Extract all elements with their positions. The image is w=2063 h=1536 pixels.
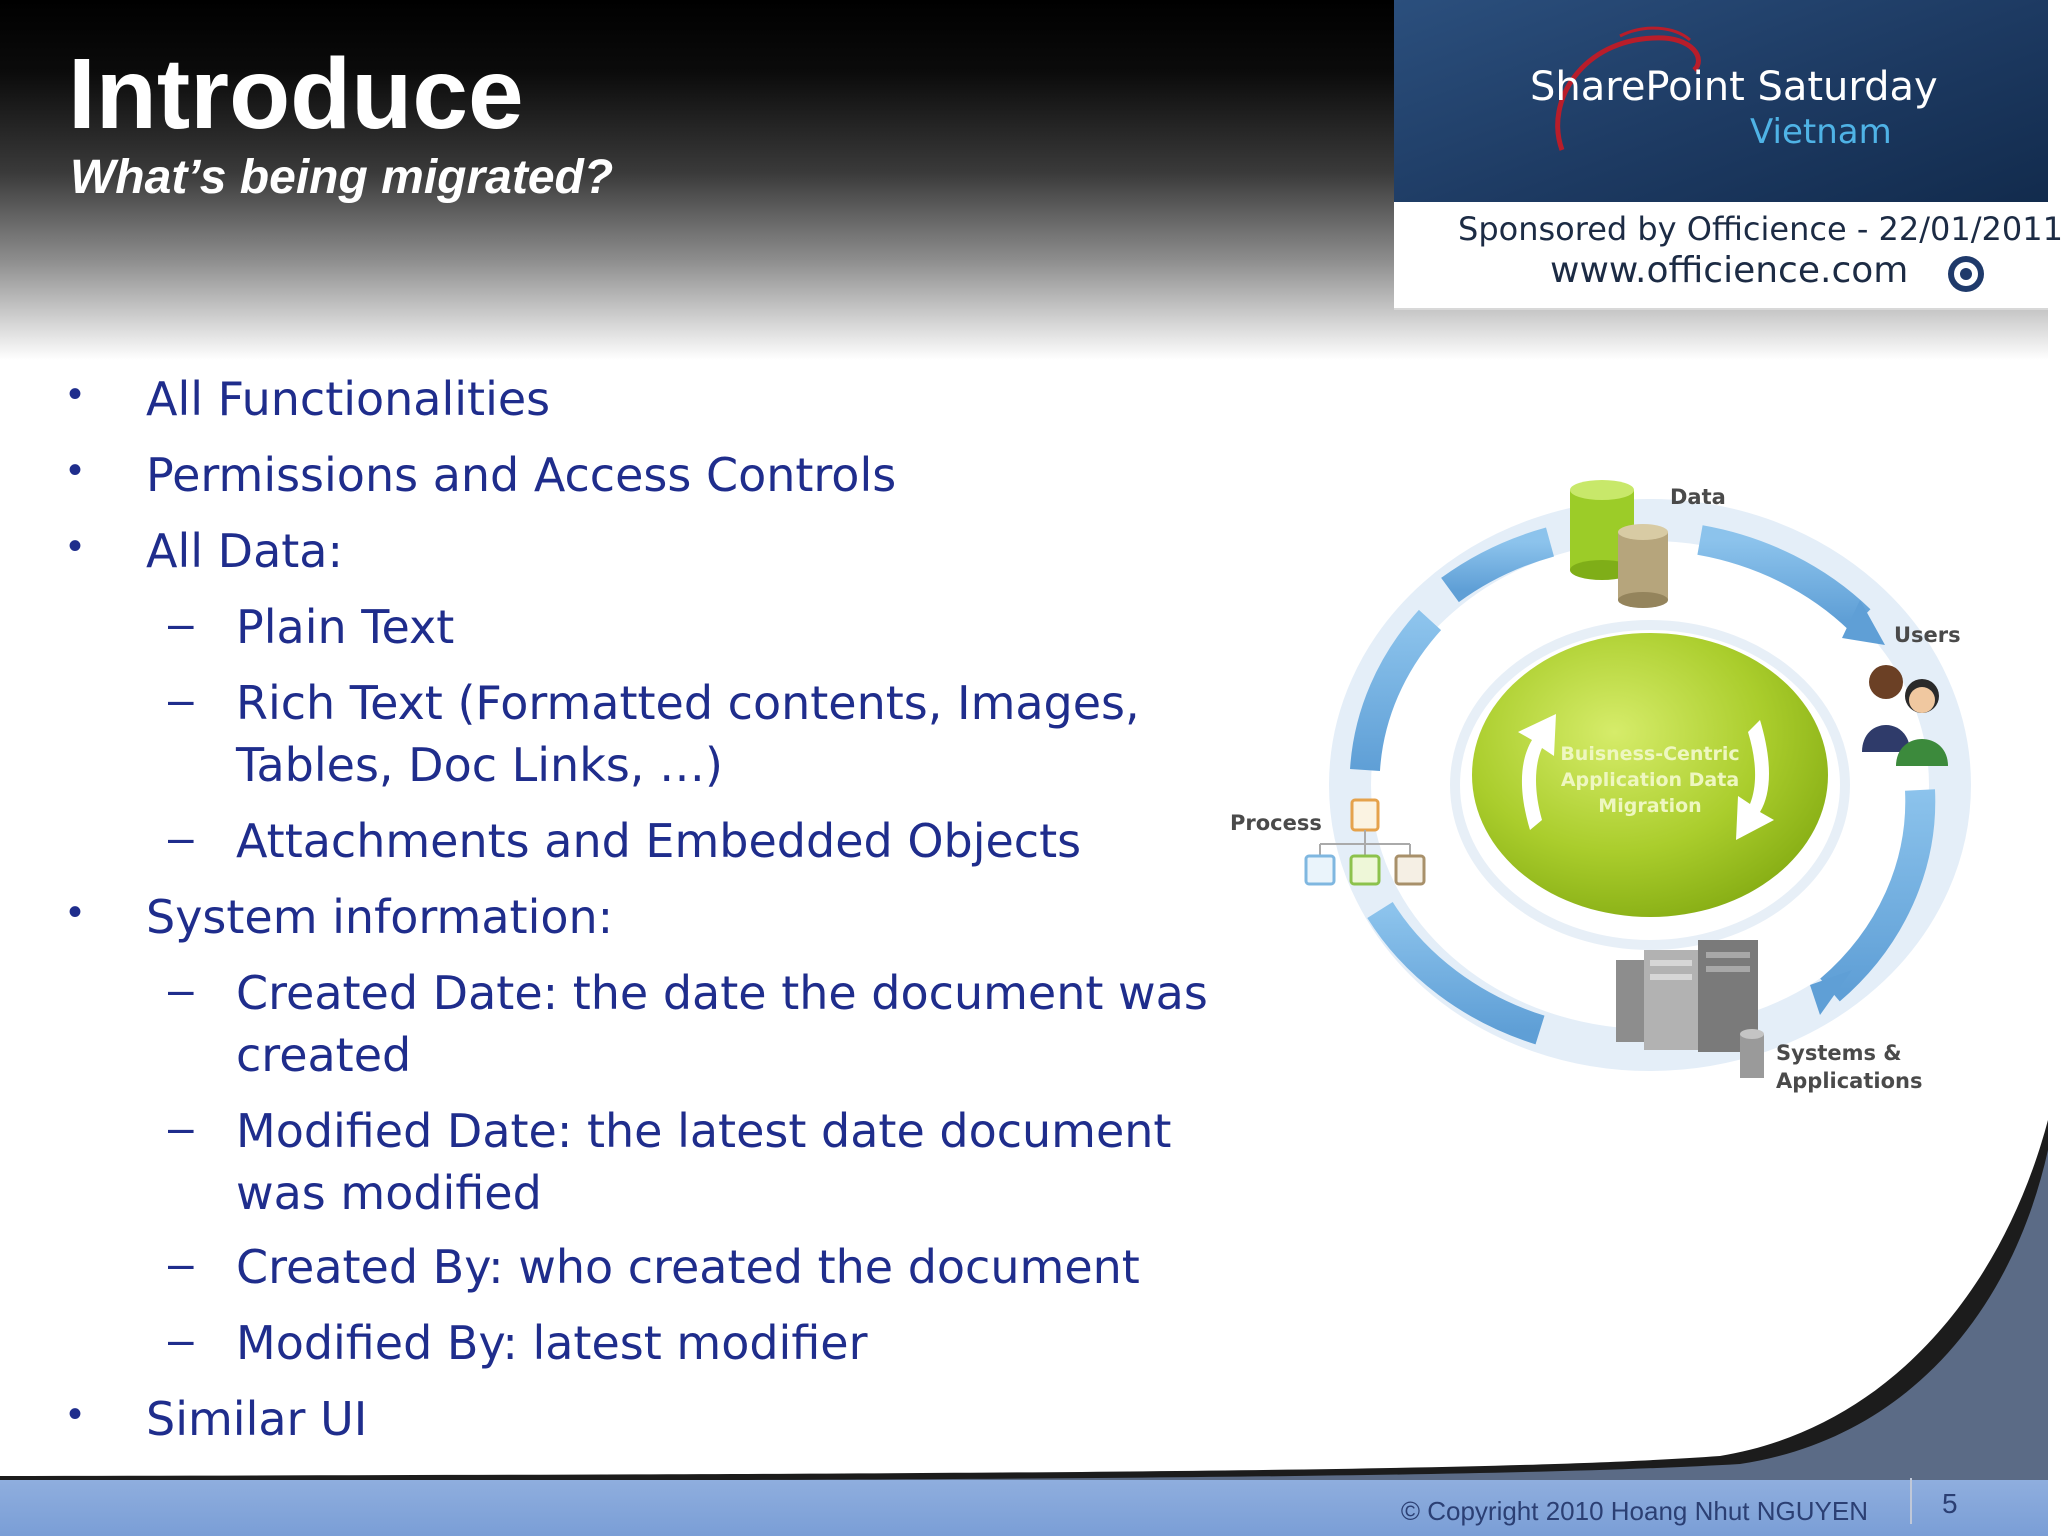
center-label-3: Migration <box>1598 795 1701 817</box>
database-icon <box>1570 480 1668 608</box>
cycle-arrow-right-icon <box>1736 720 1774 840</box>
sub-list-item: Created By: who created the document <box>236 1240 1140 1294</box>
sub-list-item: Created Date: the date the document was … <box>236 966 1208 1082</box>
process-label: Process <box>1230 811 1322 835</box>
sub-list-item: Attachments and Embedded Objects <box>236 814 1082 868</box>
migration-cycle-diagram: Buisness-Centric Application Data Migrat… <box>1230 480 1971 1093</box>
event-country: Vietnam <box>1750 112 1892 152</box>
sub-list-item: Plain Text <box>236 600 455 654</box>
ring-segment-top-right <box>1697 525 1871 631</box>
officience-logo-icon <box>1948 256 1984 292</box>
ring-arrow-icon <box>1842 600 1885 645</box>
footer-divider <box>1910 1478 1912 1524</box>
list-item: System information: <box>146 890 614 944</box>
website-link[interactable]: www.officience.com <box>1550 250 1909 291</box>
users-icon <box>1862 665 1948 766</box>
sub-list-item: Modified By: latest modifier <box>236 1316 868 1370</box>
center-circle <box>1472 633 1828 917</box>
ring-segment-bottom-left <box>1367 901 1545 1045</box>
event-banner: SharePoint Saturday Vietnam Sponsored by… <box>1394 0 2063 310</box>
dash-icon: – <box>168 1101 194 1153</box>
dash-icon: – <box>168 963 194 1015</box>
data-label: Data <box>1670 485 1726 509</box>
sub-list-item: Rich Text (Formatted contents, Images, T… <box>236 676 1140 792</box>
slide-title: Introduce <box>68 38 524 150</box>
users-label: Users <box>1894 623 1961 647</box>
list-item: All Data: <box>146 524 343 578</box>
bullet-icon: • <box>68 448 83 492</box>
ring-segment-top <box>1441 527 1555 603</box>
banner-top: SharePoint Saturday Vietnam <box>1394 0 2048 202</box>
systems-label-1: Systems & <box>1776 1041 1902 1065</box>
sponsor-text: Sponsored by Officience - 22/01/2011 <box>1458 210 2063 248</box>
sub-list-item: Modified Date: the latest date document … <box>236 1104 1172 1220</box>
page-number: 5 <box>1942 1488 1958 1519</box>
process-icon <box>1304 798 1426 886</box>
dash-icon: – <box>168 1313 194 1365</box>
bullet-icon: • <box>68 372 83 416</box>
cycle-arrow-left-icon <box>1518 714 1556 830</box>
ring-segment-left <box>1350 609 1442 772</box>
ring-segment-right <box>1820 789 1936 1002</box>
bullet-icon: • <box>68 524 83 568</box>
bullet-icon: • <box>68 890 83 934</box>
dash-icon: – <box>168 811 194 863</box>
list-item: All Functionalities <box>146 372 551 426</box>
sponsor-strip: Sponsored by Officience - 22/01/2011 www… <box>1394 202 2063 310</box>
systems-label-2: Applications <box>1776 1069 1922 1093</box>
dash-icon: – <box>168 673 194 725</box>
slide-subtitle: What’s being migrated? <box>70 151 614 204</box>
servers-icon <box>1616 940 1764 1078</box>
center-label-1: Buisness-Centric <box>1560 743 1739 765</box>
list-item: Similar UI <box>146 1392 368 1446</box>
center-label-2: Application Data <box>1561 769 1739 791</box>
bullet-icon: • <box>68 1392 83 1436</box>
swirl-logo-icon <box>1555 26 1701 151</box>
event-name: SharePoint Saturday <box>1530 64 1938 110</box>
dash-icon: – <box>168 1237 194 1289</box>
ring-arrow-icon <box>1810 970 1852 1015</box>
footer-bar <box>0 1480 2048 1536</box>
copyright-text: © Copyright 2010 Hoang Nhut NGUYEN <box>1400 1496 1868 1526</box>
dash-icon: – <box>168 597 194 649</box>
list-item: Permissions and Access Controls <box>146 448 897 502</box>
